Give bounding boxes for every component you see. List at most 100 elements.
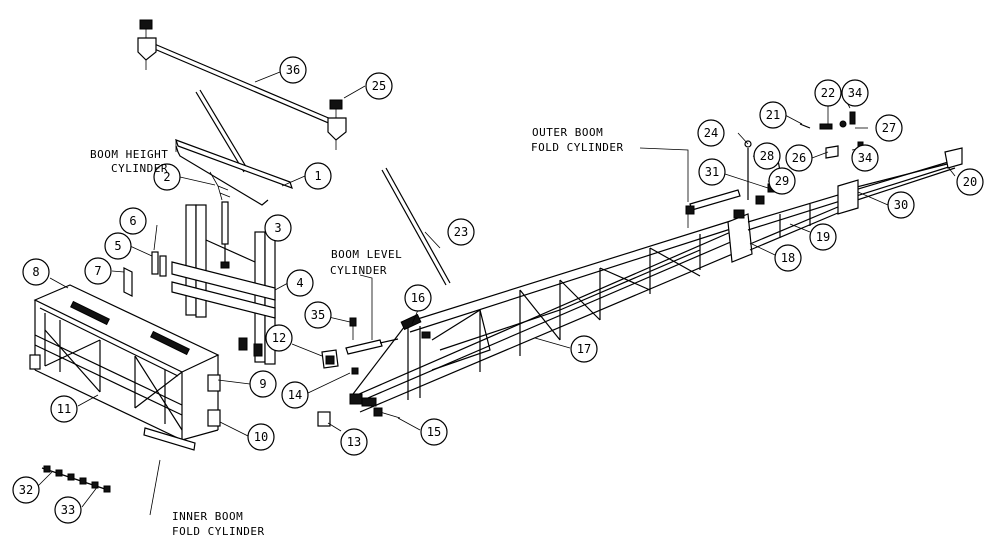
callout-25: 25 [365, 72, 393, 100]
callout-6: 6 [119, 207, 147, 235]
callout-13: 13 [340, 428, 368, 456]
svg-text:30: 30 [894, 198, 908, 212]
svg-text:OUTER BOOM: OUTER BOOM [532, 126, 603, 139]
caption-boom-height-cylinder: BOOM HEIGHT CYLINDER [90, 148, 168, 175]
callout-29: 29 [768, 167, 796, 195]
svg-text:9: 9 [259, 377, 266, 391]
callout-16: 16 [404, 284, 432, 312]
svg-text:7: 7 [94, 264, 101, 278]
svg-text:32: 32 [19, 483, 33, 497]
svg-text:21: 21 [766, 108, 780, 122]
top-bar-assembly [137, 19, 347, 150]
callout-24: 24 [697, 119, 725, 147]
svg-text:6: 6 [129, 214, 136, 228]
svg-text:28: 28 [760, 149, 774, 163]
svg-text:3: 3 [274, 221, 281, 235]
callout-26: 26 [785, 144, 813, 172]
callout-32: 32 [12, 476, 40, 504]
callout-9: 9 [249, 370, 277, 398]
callout-17: 17 [570, 335, 598, 363]
callout-3: 3 [264, 214, 292, 242]
svg-text:BOOM HEIGHT: BOOM HEIGHT [90, 148, 168, 161]
callout-35: 35 [304, 301, 332, 329]
callout-circles: 1 2 3 4 5 6 7 8 9 10 11 12 13 14 15 16 1… [12, 56, 984, 524]
callout-21: 21 [759, 101, 787, 129]
svg-text:5: 5 [114, 239, 121, 253]
svg-text:34: 34 [858, 151, 872, 165]
inner-boom-fold-cylinder [143, 427, 196, 516]
callout-4: 4 [286, 269, 314, 297]
boom-height-cylinder [217, 185, 231, 269]
center-frame [29, 284, 221, 441]
caption-boom-level-cylinder: BOOM LEVEL CYLINDER [330, 248, 402, 277]
svg-text:FOLD CYLINDER: FOLD CYLINDER [172, 525, 265, 538]
callout-11: 11 [50, 395, 78, 423]
upper-crossmember [175, 139, 293, 206]
svg-text:CYLINDER: CYLINDER [111, 162, 168, 175]
callout-36: 36 [279, 56, 307, 84]
svg-text:15: 15 [427, 425, 441, 439]
small-brackets [123, 251, 167, 297]
svg-text:1: 1 [314, 169, 321, 183]
svg-text:18: 18 [781, 251, 795, 265]
svg-text:BOOM LEVEL: BOOM LEVEL [331, 248, 402, 261]
outer-boom [747, 147, 963, 251]
svg-text:17: 17 [577, 342, 591, 356]
callout-23: 23 [447, 218, 475, 246]
hose-chain [41, 465, 111, 493]
caption-outer-boom-fold-cylinder: OUTER BOOM FOLD CYLINDER [531, 126, 624, 154]
callout-8: 8 [22, 258, 50, 286]
svg-text:20: 20 [963, 175, 977, 189]
long-rod [381, 167, 451, 286]
callout-7: 7 [84, 257, 112, 285]
svg-text:16: 16 [411, 291, 425, 305]
svg-text:FOLD CYLINDER: FOLD CYLINDER [531, 141, 624, 154]
callout-30: 30 [887, 191, 915, 219]
svg-text:34: 34 [848, 86, 862, 100]
inner-boom [349, 217, 743, 413]
callout-19: 19 [809, 223, 837, 251]
lift-frame [171, 204, 276, 365]
callout-1: 1 [304, 162, 332, 190]
callout-5: 5 [104, 232, 132, 260]
svg-text:8: 8 [32, 265, 39, 279]
svg-text:CYLINDER: CYLINDER [330, 264, 387, 277]
callout-31: 31 [698, 158, 726, 186]
svg-text:10: 10 [254, 430, 268, 444]
svg-text:INNER BOOM: INNER BOOM [172, 510, 243, 523]
svg-text:12: 12 [272, 331, 286, 345]
svg-text:24: 24 [704, 126, 718, 140]
svg-text:13: 13 [347, 435, 361, 449]
svg-text:29: 29 [775, 174, 789, 188]
callout-34-top: 34 [841, 79, 869, 107]
callout-14: 14 [281, 381, 309, 409]
callout-33: 33 [54, 496, 82, 524]
callout-2: 2 [153, 163, 181, 191]
callout-18: 18 [774, 244, 802, 272]
svg-text:19: 19 [816, 230, 830, 244]
svg-text:4: 4 [296, 276, 303, 290]
callout-22: 22 [814, 79, 842, 107]
svg-text:23: 23 [454, 225, 468, 239]
svg-text:11: 11 [57, 402, 71, 416]
callout-12: 12 [265, 324, 293, 352]
callout-34-bottom: 34 [851, 144, 879, 172]
callout-15: 15 [420, 418, 448, 446]
svg-text:26: 26 [792, 151, 806, 165]
svg-text:35: 35 [311, 308, 325, 322]
caption-inner-boom-fold-cylinder: INNER BOOM FOLD CYLINDER [172, 510, 265, 538]
callout-10: 10 [247, 423, 275, 451]
svg-text:14: 14 [288, 388, 302, 402]
svg-text:27: 27 [882, 121, 896, 135]
svg-text:22: 22 [821, 86, 835, 100]
svg-text:2: 2 [163, 170, 170, 184]
svg-text:33: 33 [61, 503, 75, 517]
svg-text:25: 25 [372, 79, 386, 93]
svg-text:36: 36 [286, 63, 300, 77]
callout-27: 27 [875, 114, 903, 142]
boom-hinge [727, 209, 753, 263]
svg-text:31: 31 [705, 165, 719, 179]
callout-20: 20 [956, 168, 984, 196]
diagonal-strut [195, 89, 249, 173]
